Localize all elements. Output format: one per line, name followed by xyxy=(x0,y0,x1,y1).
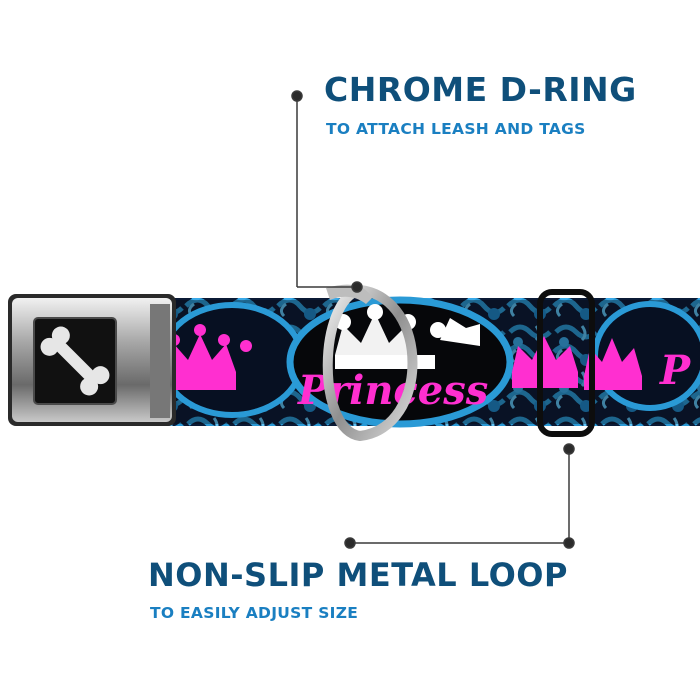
strap: Princess P xyxy=(150,296,700,428)
dring-leader-line xyxy=(291,90,363,293)
seatbelt-buckle xyxy=(8,294,176,426)
dring-callout-title: CHROME D-RING xyxy=(324,70,637,109)
left-ornament xyxy=(159,302,305,418)
svg-text:P: P xyxy=(659,347,692,394)
loop-callout-subtitle: TO EASILY ADJUST SIZE xyxy=(150,604,359,622)
dog-bone-icon xyxy=(40,326,110,396)
right-ornament: P xyxy=(512,301,700,411)
dring-callout-subtitle: TO ATTACH LEASH AND TAGS xyxy=(326,120,586,138)
pink-crown-right-icon xyxy=(512,336,578,388)
loop-leader-line xyxy=(344,443,575,549)
pink-crown-left-icon xyxy=(168,324,252,390)
metal-loop xyxy=(537,289,595,437)
loop-callout-title: NON-SLIP METAL LOOP xyxy=(148,556,568,594)
